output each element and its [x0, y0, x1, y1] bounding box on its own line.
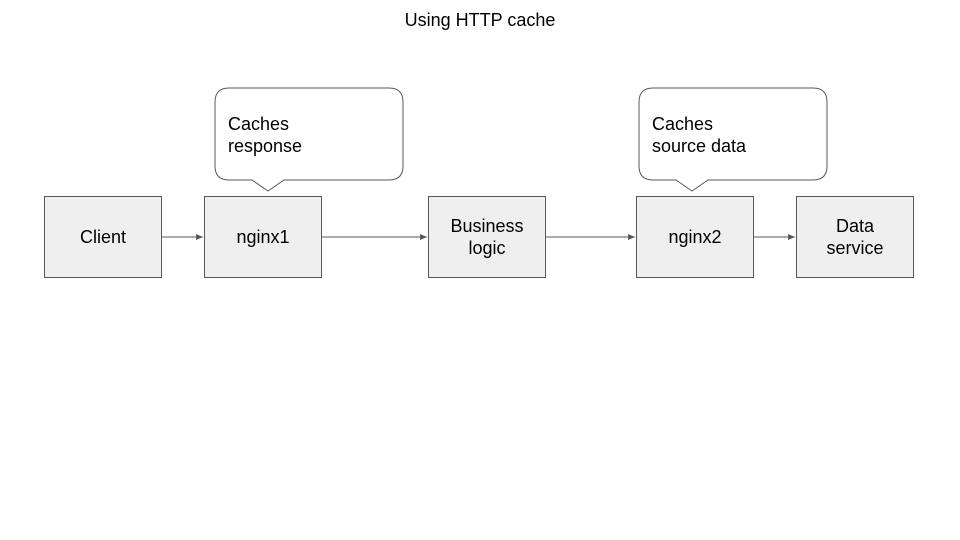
node-nginx1: nginx1 [204, 196, 322, 278]
callout-text-nginx2: Caches source data [652, 114, 747, 156]
node-business-logic-label: Business logic [450, 216, 524, 258]
node-client: Client [44, 196, 162, 278]
node-client-label: Client [79, 227, 127, 247]
callout-text-nginx1: Caches response [228, 114, 303, 156]
diagram-title: Using HTTP cache [404, 10, 556, 30]
node-nginx1-label: nginx1 [236, 227, 290, 247]
node-data-service-label: Data service [826, 216, 884, 258]
node-nginx2-label: nginx2 [668, 227, 722, 247]
node-business-logic: Business logic [428, 196, 546, 278]
node-nginx2: nginx2 [636, 196, 754, 278]
callout-bubble-nginx2 [638, 87, 828, 192]
node-data-service: Data service [796, 196, 914, 278]
callout-bubble-nginx1 [214, 87, 404, 192]
